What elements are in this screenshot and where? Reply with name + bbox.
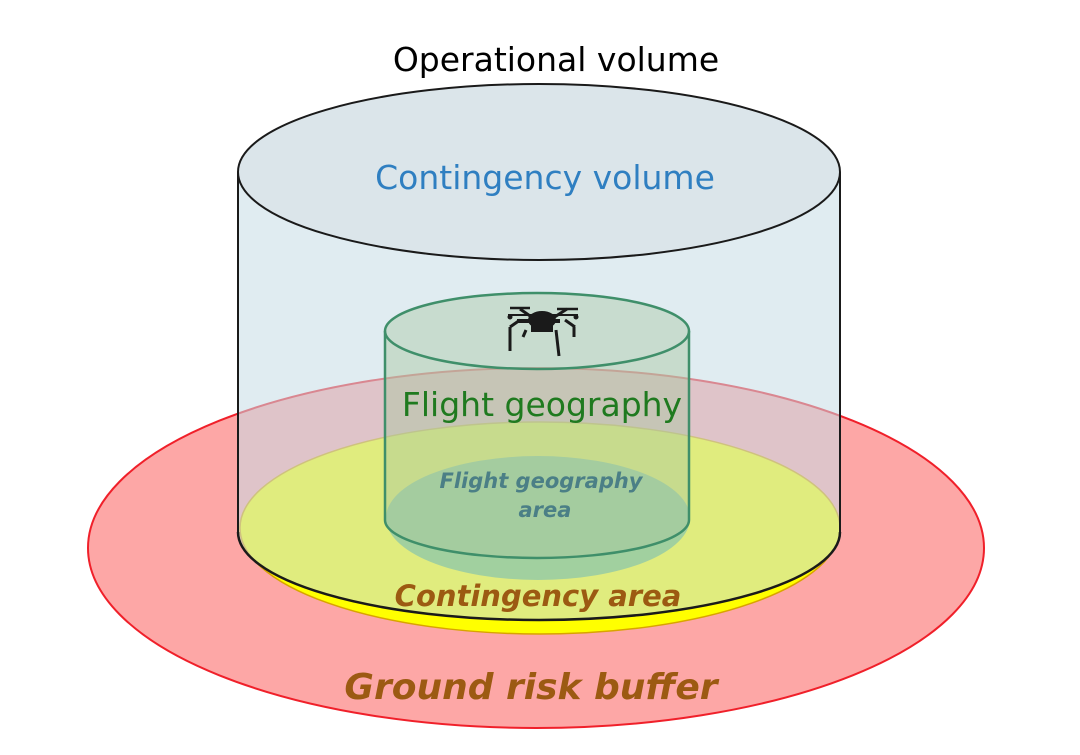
contingency-area-label: Contingency area <box>395 579 682 613</box>
flight-geography-volume-bottom-rim <box>383 519 691 560</box>
operational-volume-label: Operational volume <box>393 40 719 79</box>
flight-geography-area-label-line2: area <box>519 498 572 522</box>
flight-geography-area-label-line1: Flight geography <box>439 469 643 493</box>
contingency-volume-top <box>237 83 841 261</box>
ground-risk-buffer-label: Ground risk buffer <box>344 667 719 708</box>
flight-geography-volume-body <box>385 331 689 558</box>
flight-geography-label: Flight geography <box>402 385 682 424</box>
contingency-volume-bottom-rim <box>236 531 842 622</box>
contingency-volume-label: Contingency volume <box>375 158 715 197</box>
drone-icon <box>507 306 579 357</box>
